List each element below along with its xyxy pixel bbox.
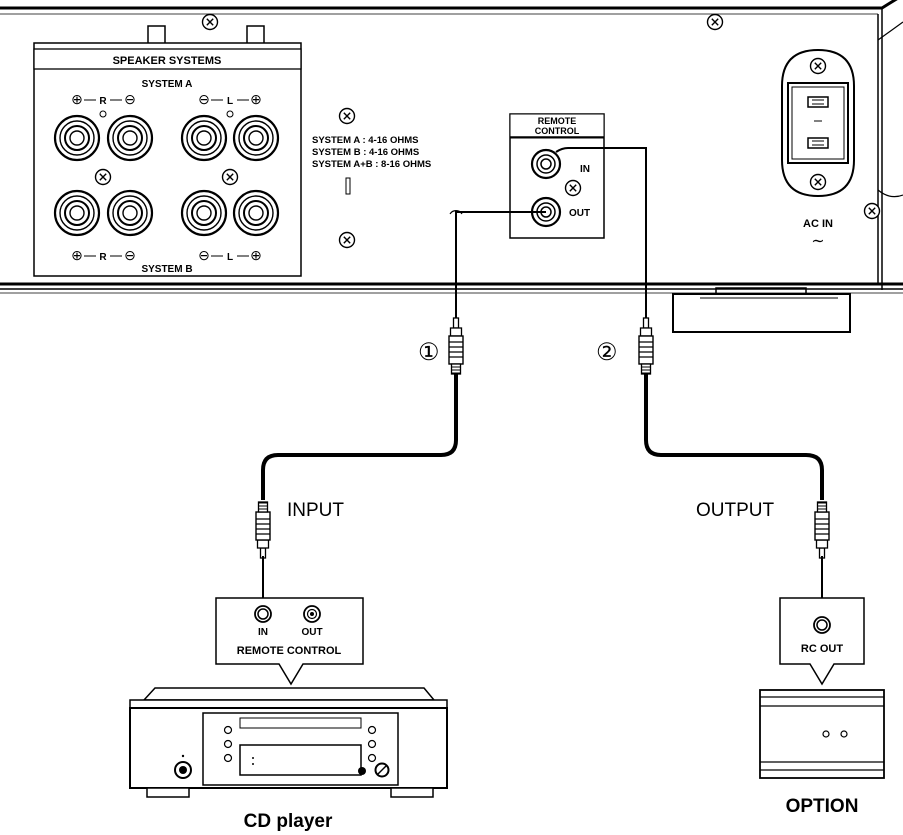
ac-in-label: AC IN: [803, 218, 833, 230]
impedance-line: SYSTEM A+B : 8-16 OHMS: [312, 159, 431, 170]
r-label: R: [99, 96, 107, 107]
ac-wave-icon: ∼: [811, 233, 824, 250]
rca-plug: [638, 317, 654, 375]
impedance-line: SYSTEM A : 4-16 OHMS: [312, 135, 418, 146]
chassis-screw: [201, 13, 219, 31]
cd-remote-control-label: REMOTE CONTROL: [237, 645, 342, 657]
cd-in-label: IN: [258, 627, 268, 638]
output-label: OUTPUT: [696, 500, 775, 521]
impedance-spec: SYSTEM A : 4-16 OHMS SYSTEM B : 4-16 OHM…: [312, 135, 431, 170]
speaker-terminal: [232, 189, 280, 237]
remote-out-label: OUT: [569, 208, 590, 219]
speaker-terminal: [106, 189, 154, 237]
polarity-plus-icon: ⊕: [250, 91, 262, 107]
polarity-minus-icon: ⊖: [198, 247, 210, 263]
polarity-minus-icon: ⊖: [124, 91, 136, 107]
polarity-plus-icon: ⊕: [71, 91, 83, 107]
remote-control-title: CONTROL: [535, 126, 580, 136]
r-label: R: [99, 252, 107, 263]
chassis-screw: [863, 202, 881, 220]
impedance-line: SYSTEM B : 4-16 OHMS: [312, 147, 419, 158]
system-b-label: SYSTEM B: [141, 264, 192, 275]
chassis-screw: [94, 168, 112, 186]
chassis-screw: [706, 13, 724, 31]
cd-player-callout: IN OUT REMOTE CONTROL: [215, 597, 364, 686]
cable-2-marker: ②: [596, 339, 618, 366]
chassis-screw: [809, 173, 827, 191]
speaker-terminal: [53, 189, 101, 237]
cd-player-device: CD player: [129, 687, 448, 832]
remote-control-jacks: REMOTE CONTROL IN OUT: [509, 113, 605, 239]
l-label: L: [227, 252, 233, 263]
panel-top-edge: [0, 0, 898, 10]
system-a-label: SYSTEM A: [142, 79, 193, 90]
ac-inlet: AC IN ∼: [781, 48, 855, 250]
cable-1: [255, 210, 546, 600]
headphone-jack: [358, 767, 366, 775]
rca-plug: [448, 317, 464, 375]
option-callout: RC OUT: [779, 597, 865, 686]
chassis-screw: [338, 231, 356, 249]
amplifier-foot: [672, 287, 851, 333]
cd-player-caption: CD player: [244, 811, 333, 832]
chassis-screw: [809, 57, 827, 75]
speaker-terminal: [232, 114, 280, 162]
polarity-minus-icon: ⊖: [198, 91, 210, 107]
rc-out-label: RC OUT: [801, 643, 843, 655]
remote-in-jack[interactable]: [530, 148, 562, 180]
amplifier-rear-panel: SPEAKER SYSTEMS SYSTEM A ⊕ R ⊖ ⊖ L ⊕: [0, 0, 903, 333]
rca-plug: [814, 501, 830, 559]
cable-1-marker: ①: [418, 339, 440, 366]
speaker-terminal: [53, 114, 101, 162]
chassis-screw: [221, 168, 239, 186]
chassis-screw: [564, 179, 582, 197]
panel-right-edge: [877, 8, 883, 290]
chassis-screw: [338, 107, 356, 125]
speaker-systems-block: SPEAKER SYSTEMS SYSTEM A ⊕ R ⊖ ⊖ L ⊕: [33, 25, 302, 277]
speaker-terminal: [180, 114, 228, 162]
rca-plug: [255, 501, 271, 559]
speaker-terminal: [106, 114, 154, 162]
remote-in-label: IN: [580, 164, 590, 175]
input-label: INPUT: [287, 500, 344, 521]
l-label: L: [227, 96, 233, 107]
polarity-minus-icon: ⊖: [124, 247, 136, 263]
speaker-terminal: [180, 189, 228, 237]
speaker-systems-title: SPEAKER SYSTEMS: [113, 55, 222, 67]
cd-out-label: OUT: [301, 627, 322, 638]
polarity-plus-icon: ⊕: [250, 247, 262, 263]
option-device: OPTION: [759, 689, 885, 817]
polarity-plus-icon: ⊕: [71, 247, 83, 263]
remote-control-title: REMOTE: [538, 116, 577, 126]
option-caption: OPTION: [786, 796, 859, 817]
